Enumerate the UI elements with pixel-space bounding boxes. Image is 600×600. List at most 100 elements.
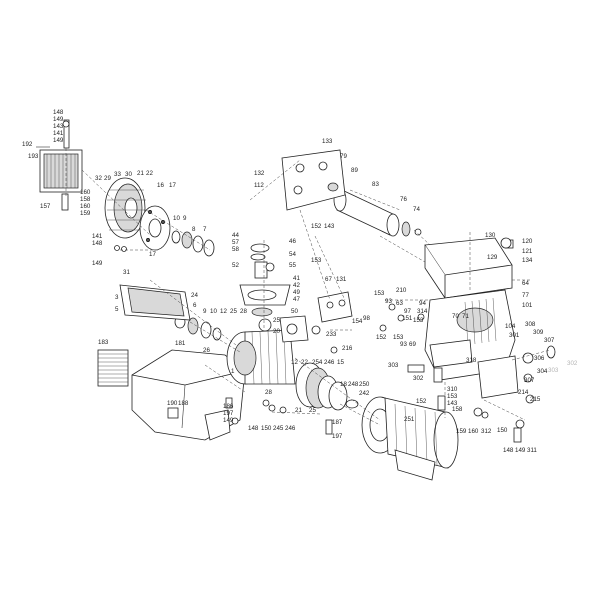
part-label: 104 (505, 323, 516, 330)
part-label: 42 (293, 282, 300, 289)
part-label: 54 (289, 251, 296, 258)
part-label: 188 (178, 400, 189, 407)
part-label: 10 (173, 215, 180, 222)
part-label: 302 (567, 360, 578, 367)
part-label: 21 (137, 170, 144, 177)
part-label: 303 (388, 362, 399, 369)
part-label: 149 (515, 447, 526, 454)
part-label: 153 (413, 317, 424, 324)
part-label: 303 (548, 367, 559, 374)
part-label: 64 (522, 280, 529, 287)
part-label: 181 (175, 340, 186, 347)
part-label: 112 (254, 182, 264, 189)
part-label: 250 (359, 381, 370, 388)
part-label: 3 (115, 294, 119, 301)
part-label: 20 (273, 328, 280, 335)
part-label: 25 (273, 317, 280, 324)
part-label: 55 (289, 262, 296, 269)
part-label: 141 (92, 233, 103, 240)
part-label: 183 (98, 339, 109, 346)
part-label: 301 (509, 332, 520, 339)
part-label: 197 (332, 433, 343, 440)
part-label: 9 (183, 215, 187, 222)
part-label: 302 (413, 375, 424, 382)
part-label: 52 (232, 262, 239, 269)
air-filter-cartridge (36, 119, 83, 211)
part-label: 28 (265, 389, 272, 396)
silencer-tube (333, 188, 422, 237)
part-label: 153 (311, 257, 322, 264)
side-plate (477, 345, 556, 399)
motor-coupling (295, 362, 359, 435)
part-label: 98 (363, 315, 370, 322)
part-label: 93 (385, 298, 392, 305)
part-label: 79 (340, 153, 347, 160)
part-label: 69 (409, 341, 416, 348)
seal-rings (171, 230, 222, 341)
bearing-flange (139, 205, 171, 251)
part-label: 131 (336, 276, 347, 283)
part-label: 186 (223, 403, 234, 410)
part-label: 133 (322, 138, 333, 145)
part-label: 190 (167, 400, 178, 407)
part-label: 32 (95, 175, 102, 182)
part-label: 152 (416, 398, 427, 405)
part-label: 57 (232, 239, 239, 246)
part-label: 18 (340, 381, 347, 388)
part-label: 158 (452, 406, 463, 413)
part-label: 94 (419, 300, 426, 307)
part-label: 307 (544, 337, 555, 344)
part-label: 233 (326, 331, 337, 338)
part-label: 134 (522, 257, 533, 264)
part-label: 130 (485, 232, 496, 239)
top-cover (281, 149, 346, 211)
part-label: 148 (503, 447, 514, 454)
part-label: 30 (125, 171, 132, 178)
part-label: 141 (53, 130, 64, 137)
part-label: 25 (230, 308, 237, 315)
part-label: 89 (351, 167, 358, 174)
part-label: 46 (289, 238, 296, 245)
part-label: 5 (115, 306, 119, 313)
part-label: 8 (192, 226, 196, 233)
part-label: 306 (534, 355, 545, 362)
part-label: 50 (291, 308, 298, 315)
part-label: 245 (273, 425, 284, 432)
part-label: 246 (285, 425, 296, 432)
part-label: 151 (402, 315, 413, 322)
part-label: 26 (203, 347, 210, 354)
part-label: 47 (293, 296, 300, 303)
part-label: 132 (254, 170, 265, 177)
part-label: 149 (92, 260, 103, 267)
part-label: 24 (191, 292, 198, 299)
part-label: 192 (22, 141, 33, 148)
part-label: 158 (80, 196, 91, 203)
part-label: 120 (522, 238, 533, 245)
part-label: 21 (295, 407, 302, 414)
part-label: 197 (223, 410, 234, 417)
part-label: 17 (169, 182, 176, 189)
part-label: 71 (462, 313, 469, 320)
part-label: 157 (40, 203, 51, 210)
fasteners (225, 303, 535, 443)
manifold-block (317, 291, 353, 323)
part-label: 152 (311, 223, 322, 230)
part-label: 121 (522, 248, 533, 255)
part-label: 101 (522, 302, 533, 309)
part-label: 12 (220, 308, 227, 315)
part-label: 254 (312, 359, 323, 366)
part-label: 17 (149, 251, 156, 258)
part-label: 215 (530, 396, 541, 403)
gasket-plate (279, 315, 309, 343)
part-label: 9 (203, 308, 207, 315)
part-label: 77 (522, 292, 529, 299)
part-label: 31 (123, 269, 130, 276)
part-label: 159 (456, 428, 467, 435)
part-label: 314 (417, 308, 428, 315)
cooler-housing (424, 237, 516, 381)
part-label: 148 (248, 425, 259, 432)
part-label: 153 (447, 393, 458, 400)
part-label: 74 (413, 206, 420, 213)
part-label: 310 (447, 386, 458, 393)
